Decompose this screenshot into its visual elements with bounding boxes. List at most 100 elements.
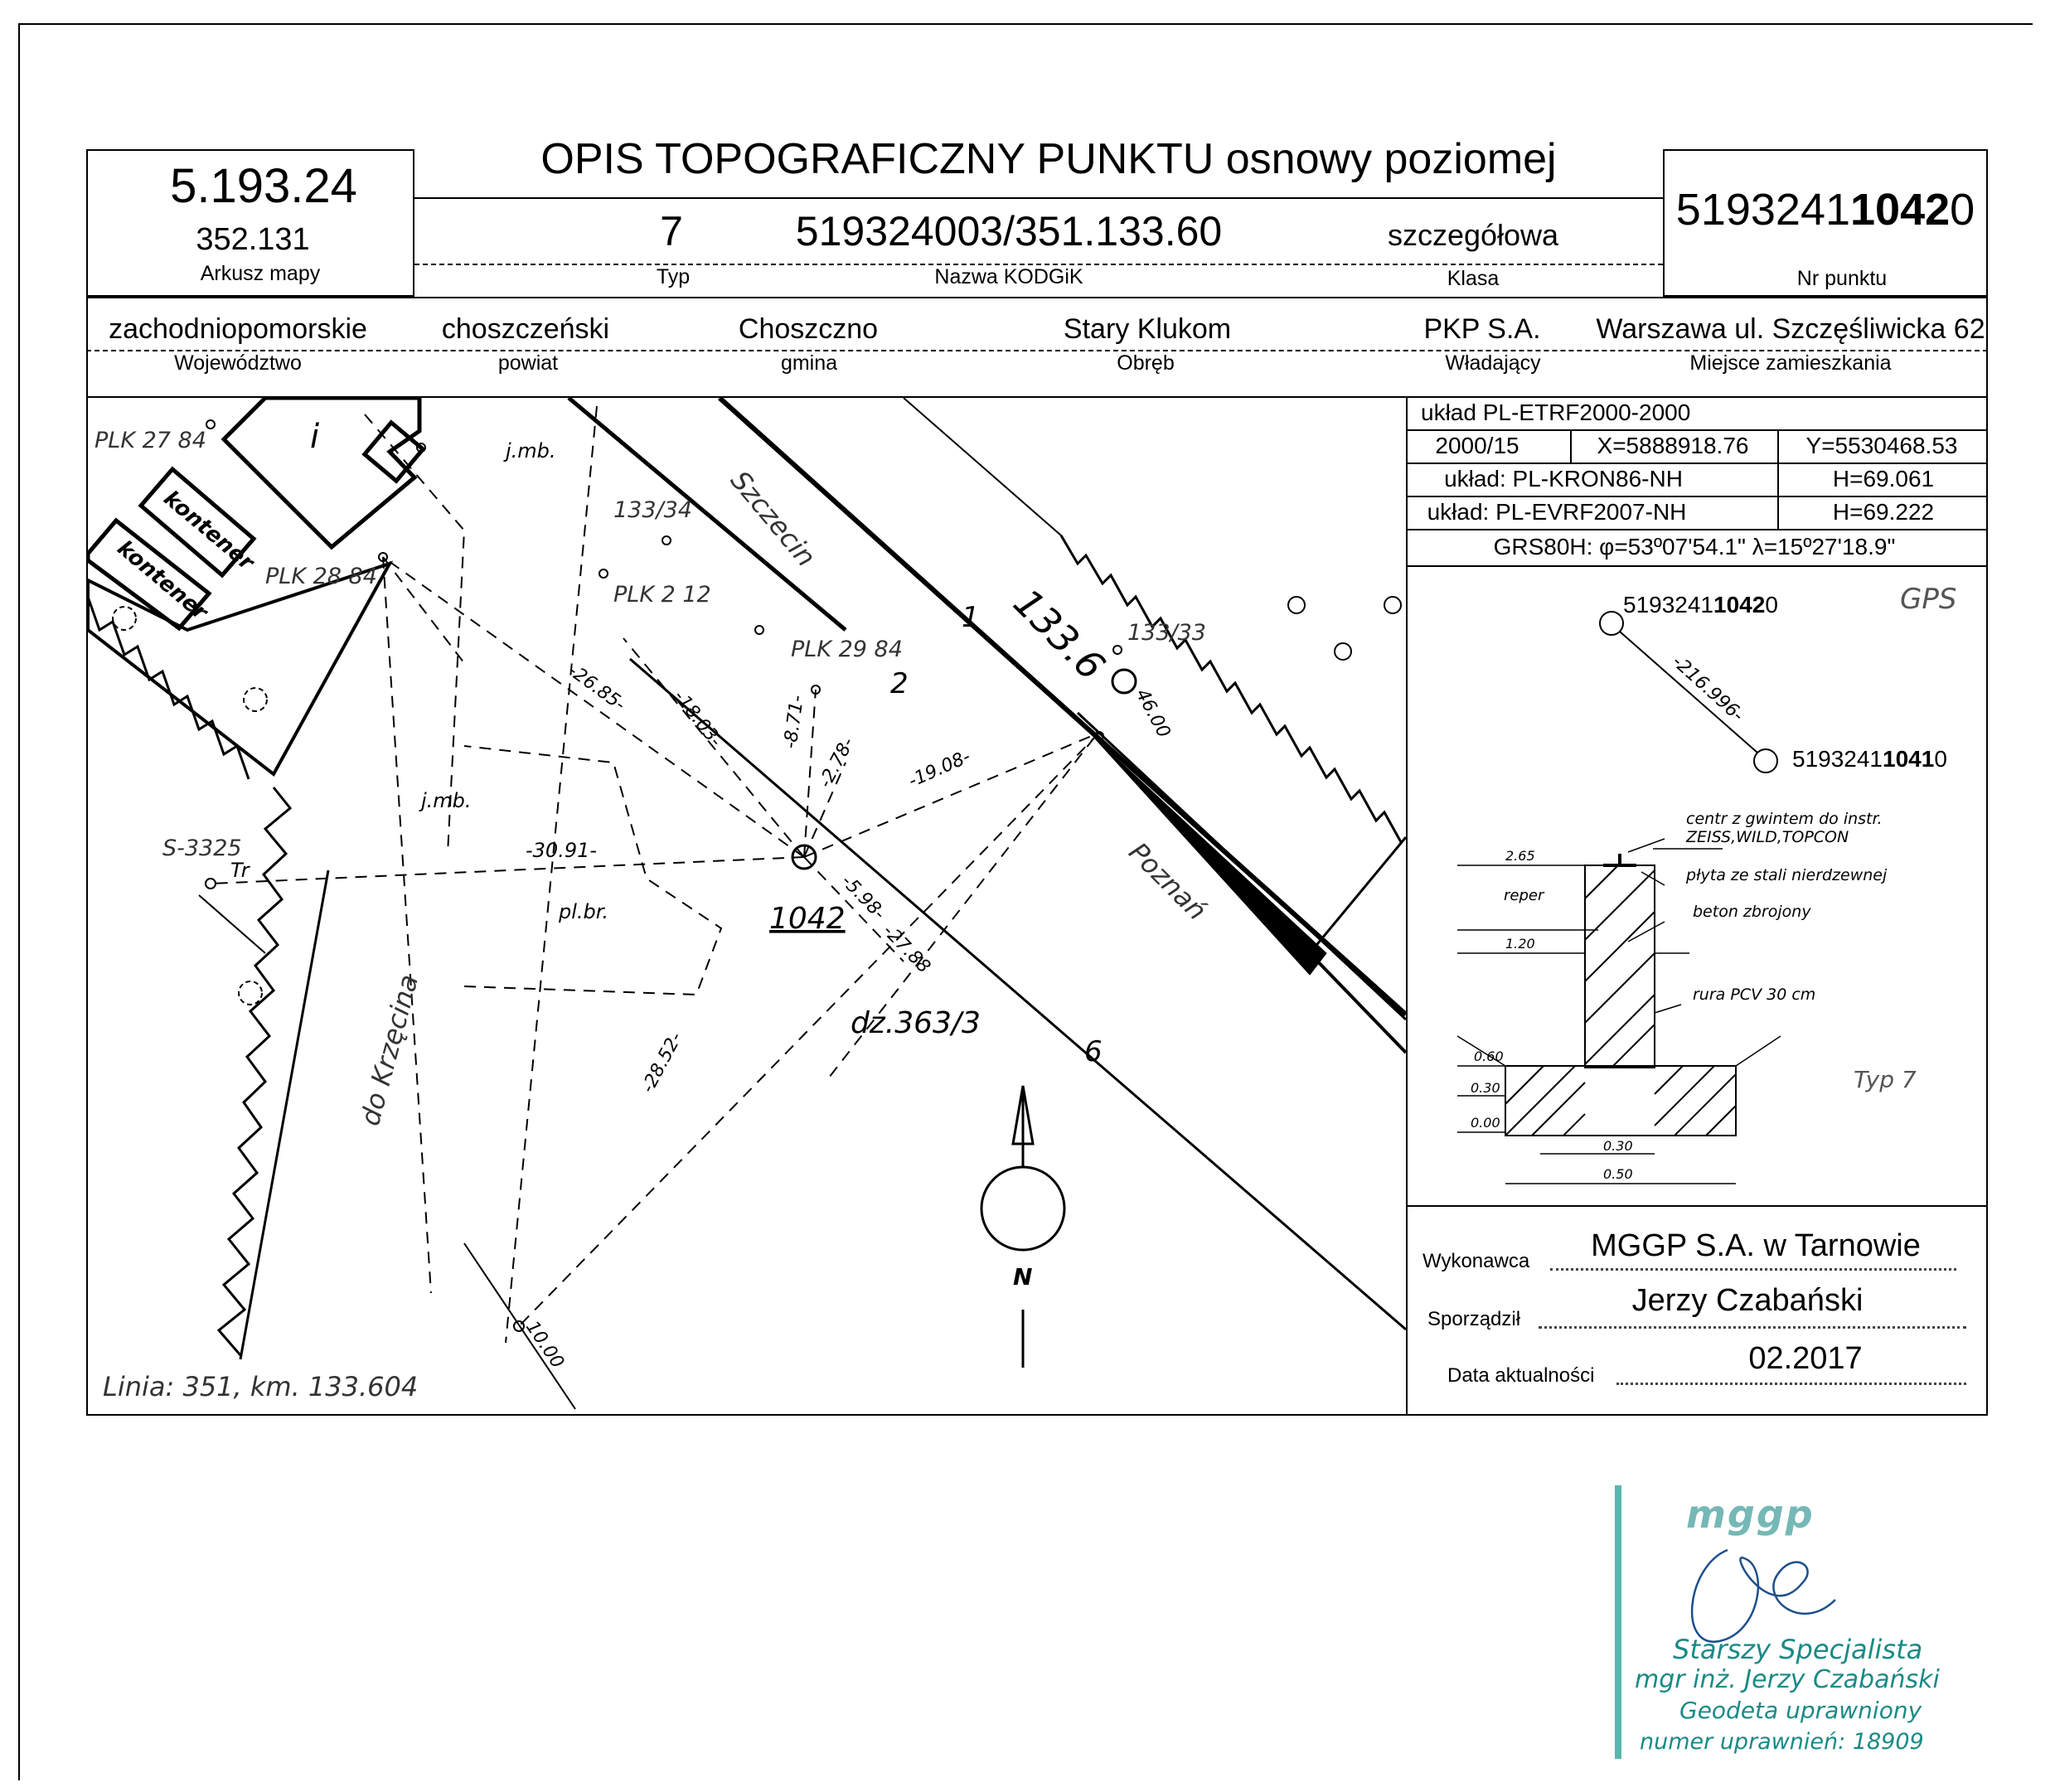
stamp: mggp Starszy Specjalista mgr inż. Jerzy … <box>1612 1484 1940 1765</box>
point-s3325 <box>205 878 216 889</box>
map-sheet-number: 5.193.24 <box>170 159 357 213</box>
gps-p1-bold: 1042 <box>1713 592 1766 618</box>
topo-sketch: PLK 27 84 PLK 28 84 PLK 2 12 PLK 29 84 k… <box>88 398 1406 1410</box>
label-parcel-dz: dz.363/3 <box>851 1006 981 1040</box>
contractor-label: Wykonawca <box>1423 1250 1530 1272</box>
point-133-33 <box>1112 645 1122 655</box>
residence-value: Warszawa ul. Szczęśliwicka 62 <box>1596 313 1985 345</box>
label-km: 133.6 <box>1005 580 1113 689</box>
gps-label: GPS <box>1900 583 1956 616</box>
tree-2 <box>1384 596 1402 614</box>
point-d <box>513 1320 525 1332</box>
gps-point-1-label: 519324110420 <box>1623 593 1778 617</box>
yard <box>88 560 394 777</box>
label-line: Linia: 351, km. 133.604 <box>103 1371 418 1402</box>
label-d2685: -26.85- <box>564 661 629 716</box>
bush-2 <box>243 687 268 712</box>
point-number-suffix: 0 <box>1950 185 1975 235</box>
point-plk2884 <box>378 552 388 562</box>
kontener-1 <box>138 466 257 579</box>
point-133-34 <box>662 535 671 545</box>
point-number-bold: 1042 <box>1850 185 1951 235</box>
section-w030: 0.30 <box>1603 1138 1633 1154</box>
map-sheet-label: Arkusz mapy <box>200 262 321 285</box>
sleepers <box>1059 535 1403 843</box>
author-label: Sporządził <box>1427 1308 1521 1330</box>
building-annex <box>361 419 426 484</box>
stamp-line-3: Geodeta uprawniony <box>1679 1697 1922 1724</box>
header-rule <box>414 197 1663 199</box>
section-d060: 0.60 <box>1474 1049 1504 1064</box>
date-dots <box>1616 1383 1966 1385</box>
survey-lines <box>211 405 1100 1344</box>
stamp-bar <box>1615 1485 1621 1759</box>
county-label: powiat <box>497 351 559 375</box>
coords-row-3: układ: PL-KRON86-NH H=69.061 <box>1408 463 1986 497</box>
date-value: 02.2017 <box>1748 1341 1863 1376</box>
map-sheet-sub: 352.131 <box>196 222 310 257</box>
stamp-line-1: Starszy Specjalista <box>1673 1634 1923 1665</box>
coords-sep <box>1777 429 1779 529</box>
point-plk2784 <box>206 419 216 429</box>
label-d1803: -18.03- <box>669 686 725 751</box>
contractor-dots <box>1550 1268 1956 1271</box>
voivodeship-value: zachodniopomorskie <box>109 313 367 345</box>
gps-p1-prefix: 5193241 <box>1623 592 1714 618</box>
author-dots <box>1539 1326 1966 1329</box>
point-number-prefix: 5193241 <box>1675 185 1851 235</box>
label-north: N <box>1013 1263 1032 1291</box>
label-track-6: 6 <box>1084 1035 1103 1068</box>
coords-y: Y=5530468.53 <box>1805 433 1958 458</box>
gps-p2-suffix: 0 <box>1934 746 1947 772</box>
section-d265: 2.65 <box>1505 848 1535 864</box>
coords-sep <box>1570 429 1572 463</box>
class-label: Klasa <box>1447 267 1500 290</box>
voivodeship-label: Województwo <box>174 351 302 375</box>
point-number: 519324110420 <box>1676 187 1975 232</box>
coords-row-1: układ PL-ETRF2000-2000 <box>1408 396 1986 431</box>
bush-1 <box>112 606 137 631</box>
owner-label: Władający <box>1445 351 1541 375</box>
section-d120: 1.20 <box>1505 936 1535 952</box>
label-parcel-1: 133/34 <box>613 497 692 523</box>
section-w050: 0.50 <box>1603 1166 1633 1182</box>
coords-grs: GRS80H: φ=53º07'54.1" λ=15º27'18.9" <box>1493 534 1896 559</box>
label-s3325: S-3325 <box>162 835 242 861</box>
residence-label: Miejsce zamieszkania <box>1689 351 1892 375</box>
main-frame <box>86 396 1988 1416</box>
point-plk2984 <box>811 685 821 695</box>
contractor-value: MGGP S.A. w Tarnowie <box>1591 1228 1921 1263</box>
coords-system2: układ: PL-KRON86-NH <box>1444 466 1683 492</box>
gps-p1-suffix: 0 <box>1765 592 1778 618</box>
coords-row-4: układ: PL-EVRF2007-NH H=69.222 <box>1408 496 1986 530</box>
coords-row-2: 2000/15 X=5888918.76 Y=5530468.53 <box>1408 429 1986 529</box>
platform-edge-2 <box>1308 836 1406 954</box>
label-plbr: pl.br. <box>558 900 608 923</box>
section-drawing <box>1456 848 1781 1184</box>
commune-value: Choszczno <box>738 313 879 345</box>
label-plk2784: PLK 27 84 <box>95 428 206 453</box>
label-plk212: PLK 2 12 <box>613 582 711 608</box>
gps-and-section: -216.996- GPS centr z gwintem do instr. <box>1456 583 1956 1184</box>
coords-h2: H=69.222 <box>1832 499 1935 525</box>
section-d000: 0.00 <box>1471 1115 1500 1131</box>
boundaries <box>364 414 723 996</box>
bush-3 <box>238 981 263 1005</box>
class-value: szczegółowa <box>1387 218 1559 252</box>
precinct-label: Obręb <box>1117 351 1175 375</box>
label-track-2: 2 <box>890 667 909 700</box>
section-centre-1: centr z gwintem do instr. <box>1686 810 1883 828</box>
header-dash <box>414 264 1663 265</box>
section-type: Typ 7 <box>1854 1066 1917 1093</box>
label-parcel-2: 133/33 <box>1127 620 1206 646</box>
map-divider <box>1406 396 1408 1416</box>
section-reper: reper <box>1504 887 1545 904</box>
north-head <box>1011 1085 1035 1145</box>
gps-distance: -216.996- <box>1668 651 1747 726</box>
label-jmb-1: j.mb. <box>503 439 556 463</box>
label-point: 1042 <box>769 902 846 936</box>
tree-3 <box>1334 642 1352 661</box>
footer-rule <box>1406 1205 1988 1207</box>
label-d2852: -28.52- <box>637 1029 686 1096</box>
track-line-5 <box>1308 952 1406 1054</box>
